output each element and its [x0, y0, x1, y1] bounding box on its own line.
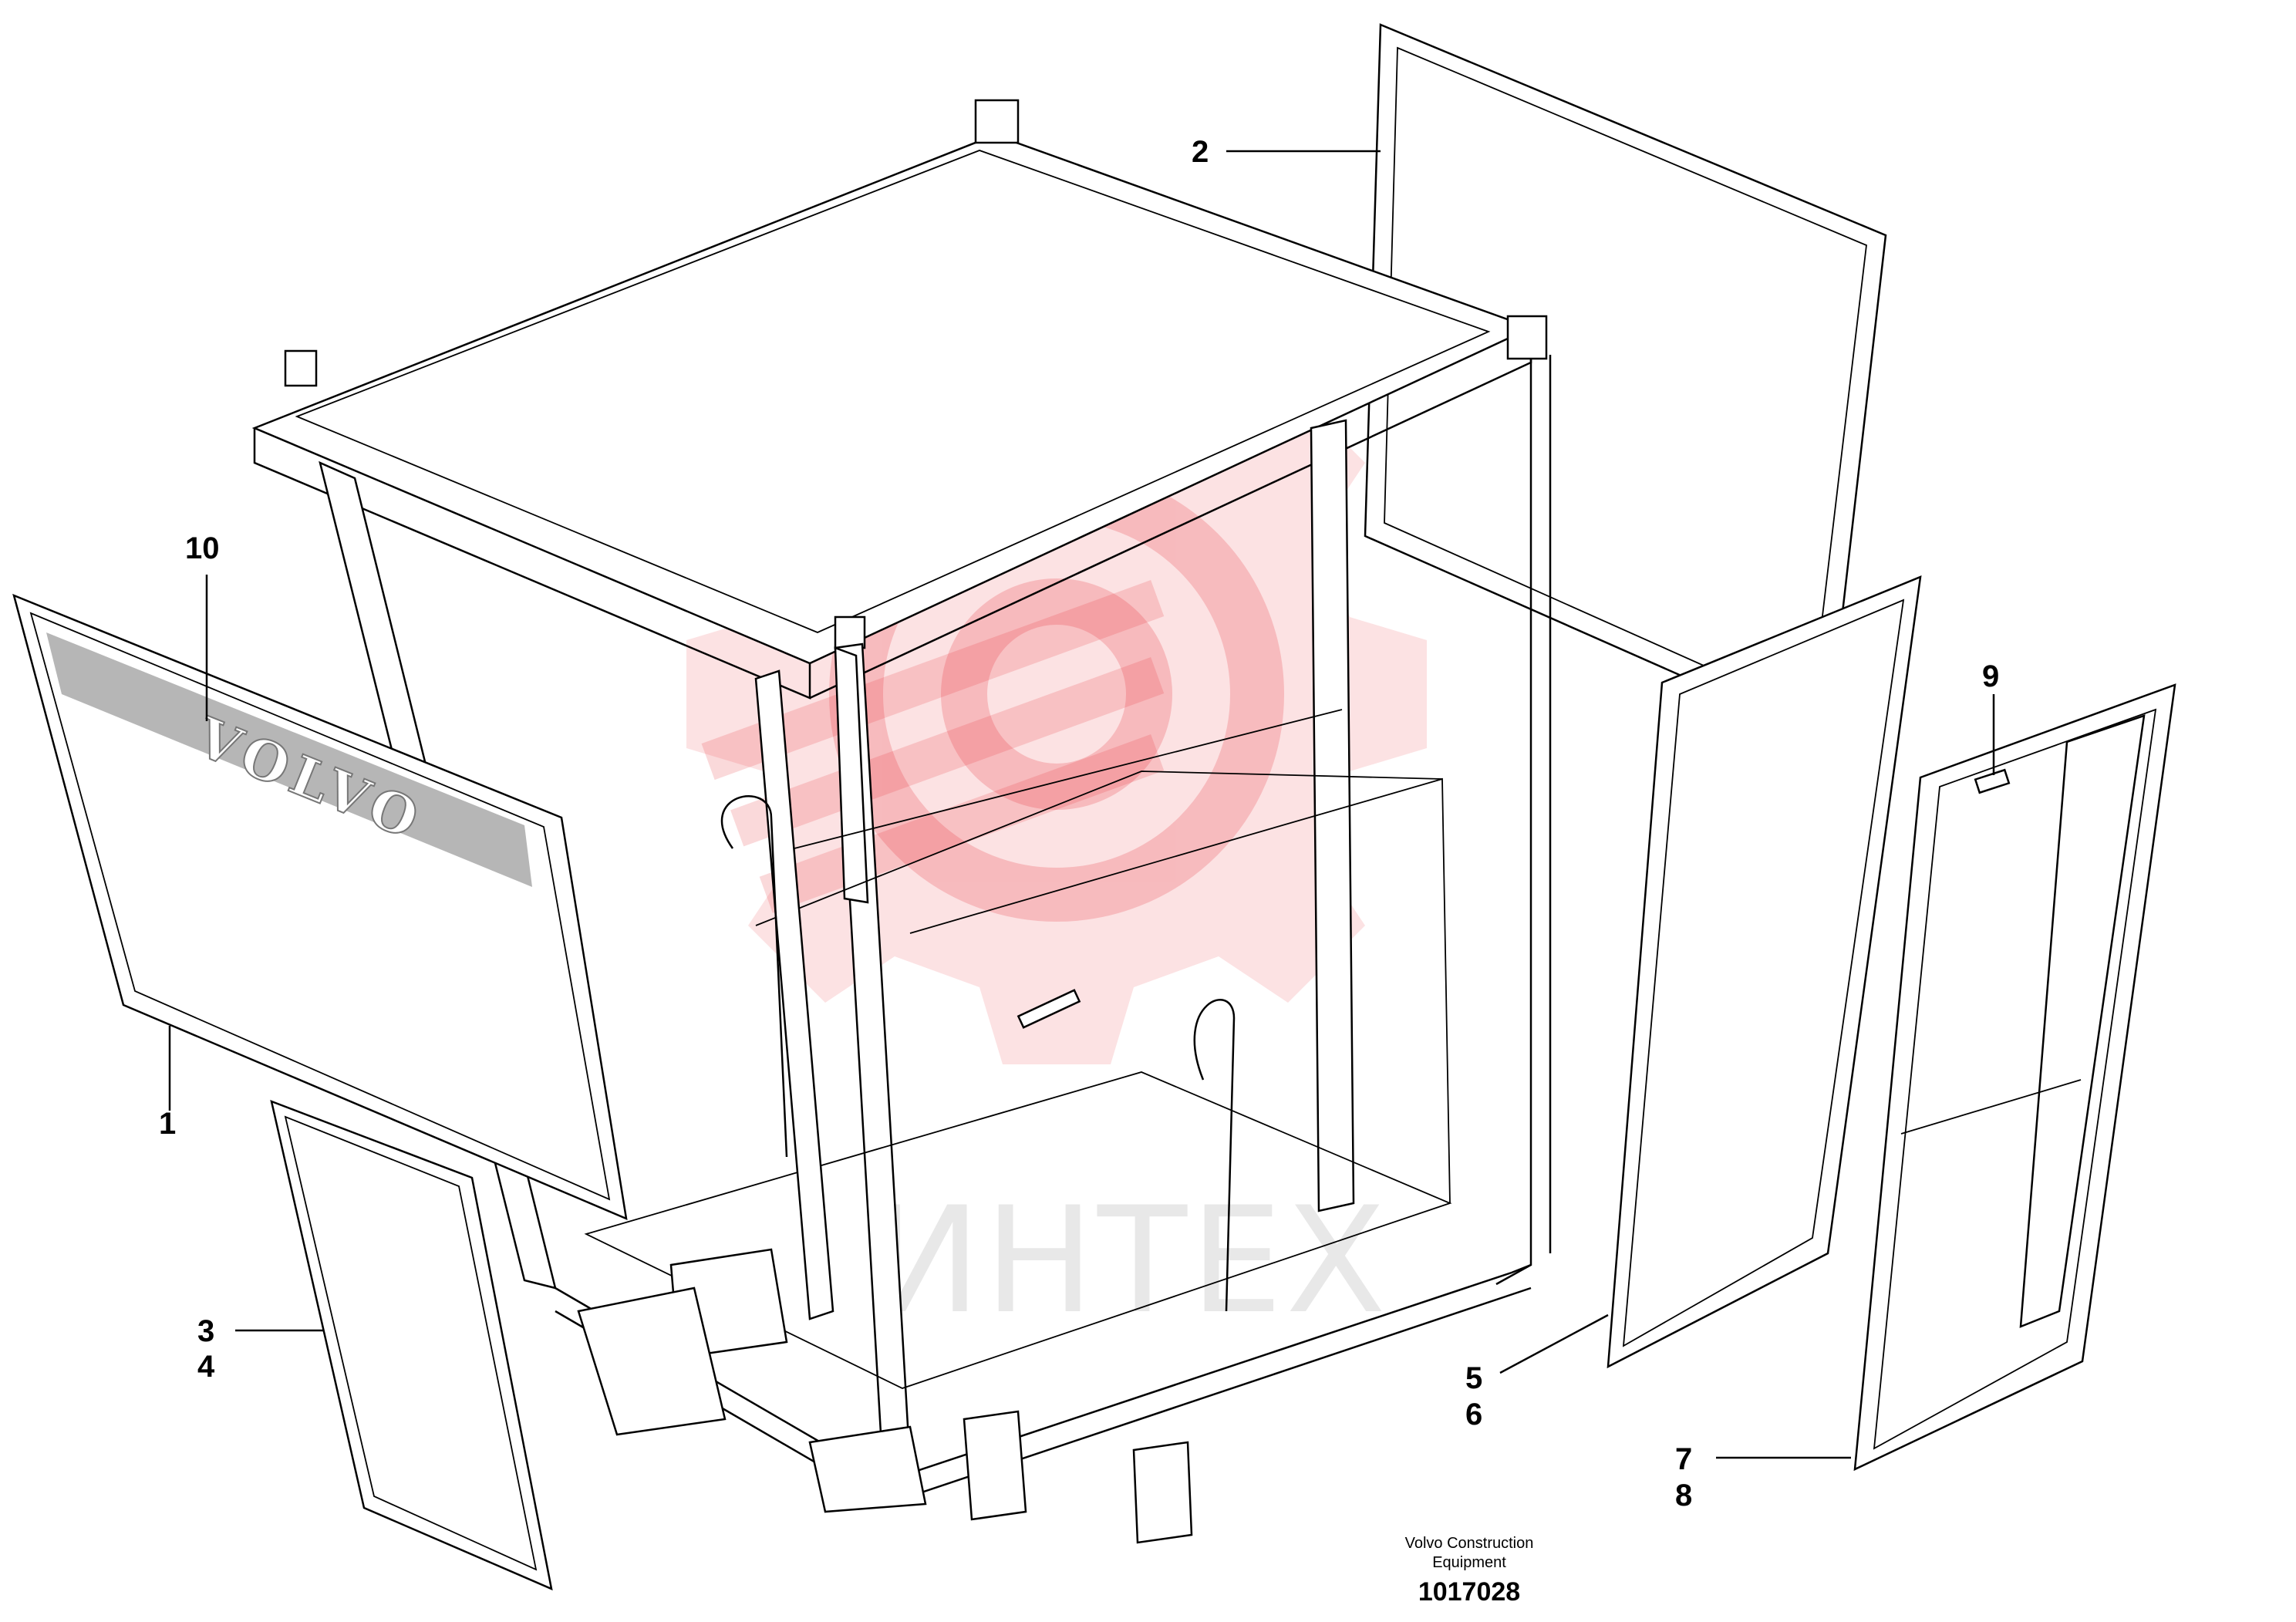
callout-labels: 1 2 3 4 5 6 7 8 9 10: [159, 135, 1999, 1512]
panel-side-window: [1607, 575, 1922, 1369]
panel-door: [1853, 683, 2176, 1472]
corner-post-top-rear: [974, 99, 1020, 144]
corner-post-top-right: [1506, 315, 1548, 360]
callout-label-10: 10: [185, 531, 220, 565]
callout-leaders: [168, 150, 1995, 1459]
floor-bracket: [1017, 989, 1081, 1029]
credit-block: Volvo Construction Equipment 1017028: [1405, 1535, 1534, 1607]
drawing-number: 1017028: [1418, 1577, 1520, 1607]
callout-label-9: 9: [1982, 659, 1999, 693]
callout-label-6: 6: [1465, 1398, 1482, 1431]
credit-line-1: Volvo Construction: [1405, 1535, 1534, 1552]
callout-label-5: 5: [1465, 1361, 1482, 1395]
callout-label-2: 2: [1192, 135, 1209, 169]
door-lock-part: [1974, 768, 2011, 794]
callout-label-1: 1: [159, 1107, 176, 1141]
corner-post-top-front: [834, 615, 866, 649]
credit-line-2: Equipment: [1432, 1554, 1506, 1571]
volvo-logo-band: [46, 632, 532, 887]
panel-lower-front-left: [270, 1100, 553, 1591]
corner-post-top-left: [284, 349, 318, 387]
watermark-text: ИНТЕХ: [872, 1175, 1389, 1346]
callout-label-4: 4: [197, 1350, 215, 1384]
callout-label-8: 8: [1675, 1479, 1692, 1512]
callout-label-3: 3: [197, 1314, 214, 1348]
callout-label-7: 7: [1675, 1442, 1692, 1476]
